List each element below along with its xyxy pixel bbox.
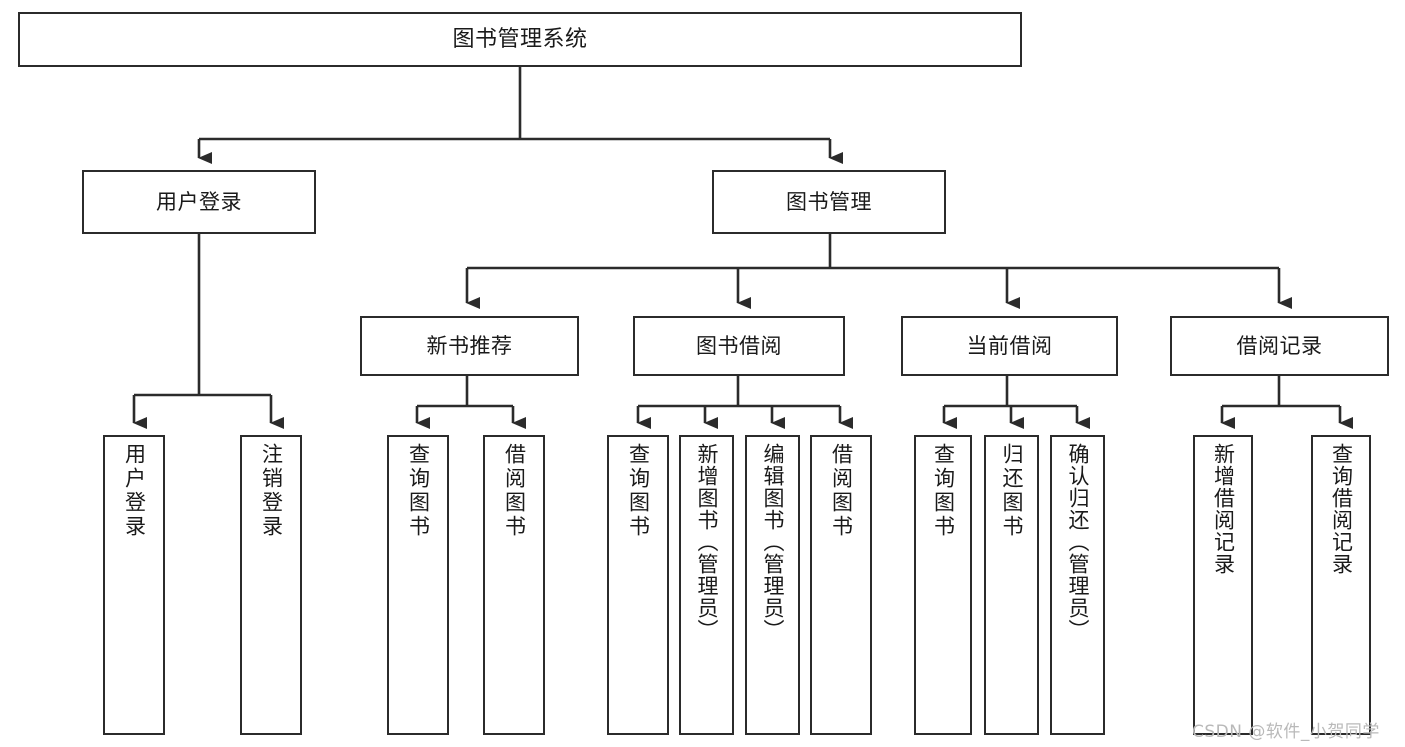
- node-label: 归还图书: [1000, 443, 1024, 539]
- node-label: 当前借阅: [966, 333, 1053, 358]
- node-label: 查询图书: [931, 443, 956, 539]
- node-label: 借阅记录: [1236, 333, 1323, 358]
- node-current-borrow[interactable]: 当前借阅: [901, 316, 1118, 376]
- node-label: 用户登录: [156, 189, 242, 214]
- leaf-user-login[interactable]: 用户登录: [103, 435, 165, 735]
- watermark: CSDN @软件_小贺同学: [1192, 722, 1380, 742]
- leaf-edit-book-admin[interactable]: 编辑图书（管理员）: [745, 435, 800, 735]
- leaf-query-book-borrow[interactable]: 查询图书: [607, 435, 669, 735]
- node-label: 查询图书: [626, 443, 651, 539]
- leaf-borrow-book[interactable]: 借阅图书: [810, 435, 872, 735]
- node-label: 图书借阅: [696, 333, 782, 358]
- node-label: 新增图书（管理员）: [695, 443, 719, 641]
- leaf-return-book[interactable]: 归还图书: [984, 435, 1039, 735]
- leaf-add-book-admin[interactable]: 新增图书（管理员）: [679, 435, 734, 735]
- node-root-system[interactable]: 图书管理系统: [18, 12, 1022, 67]
- node-label: 用户登录: [122, 443, 147, 539]
- node-new-book-recommend[interactable]: 新书推荐: [360, 316, 579, 376]
- node-label: 编辑图书（管理员）: [761, 443, 785, 641]
- leaf-add-borrow-record[interactable]: 新增借阅记录: [1193, 435, 1253, 735]
- node-label: 查询借阅记录: [1329, 443, 1354, 575]
- leaf-borrow-book-recommend[interactable]: 借阅图书: [483, 435, 545, 735]
- leaf-query-book-recommend[interactable]: 查询图书: [387, 435, 449, 735]
- node-label: 新书推荐: [426, 333, 513, 358]
- node-label: 确认归还（管理员）: [1066, 443, 1090, 641]
- node-label: 借阅图书: [829, 443, 854, 539]
- node-label: 图书管理: [786, 189, 872, 214]
- node-label: 新增借阅记录: [1211, 443, 1236, 575]
- leaf-query-book-current[interactable]: 查询图书: [914, 435, 972, 735]
- node-borrow-record[interactable]: 借阅记录: [1170, 316, 1389, 376]
- leaf-query-borrow-record[interactable]: 查询借阅记录: [1311, 435, 1371, 735]
- node-label: 注销登录: [259, 443, 284, 539]
- node-book-management[interactable]: 图书管理: [712, 170, 946, 234]
- node-user-login[interactable]: 用户登录: [82, 170, 316, 234]
- node-label: 借阅图书: [502, 443, 527, 539]
- node-label: 图书管理系统: [452, 26, 588, 52]
- leaf-logout[interactable]: 注销登录: [240, 435, 302, 735]
- leaf-confirm-return-admin[interactable]: 确认归还（管理员）: [1050, 435, 1105, 735]
- node-label: 查询图书: [406, 443, 431, 539]
- node-book-borrow[interactable]: 图书借阅: [633, 316, 845, 376]
